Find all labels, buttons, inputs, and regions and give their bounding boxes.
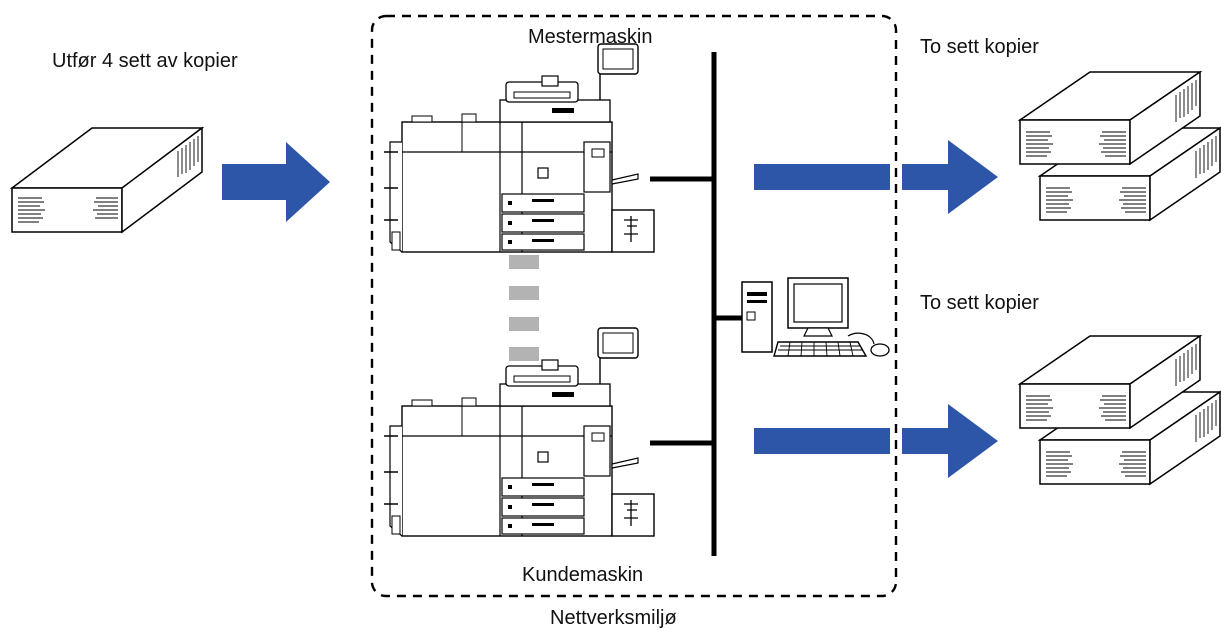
desktop-computer-icon bbox=[741, 277, 890, 357]
arrow-right-icon bbox=[754, 140, 998, 214]
document-stack-icon bbox=[9, 126, 205, 234]
network-environment-label: Nettverksmiljø bbox=[550, 607, 677, 629]
network-line bbox=[650, 52, 742, 556]
printer-icon bbox=[383, 43, 655, 253]
client-machine-label: Kundemaskin bbox=[522, 564, 644, 586]
network-environment-border bbox=[370, 14, 898, 598]
output-top-label: To sett kopier bbox=[920, 36, 1039, 58]
output-bottom-label: To sett kopier bbox=[920, 292, 1039, 314]
arrow-right-icon bbox=[222, 142, 330, 222]
master-machine-label: Mestermaskin bbox=[528, 26, 653, 48]
arrow-right-icon bbox=[754, 404, 998, 478]
machine-gap-dashes bbox=[509, 255, 539, 361]
source-label: Utfør 4 sett av kopier bbox=[52, 50, 238, 72]
